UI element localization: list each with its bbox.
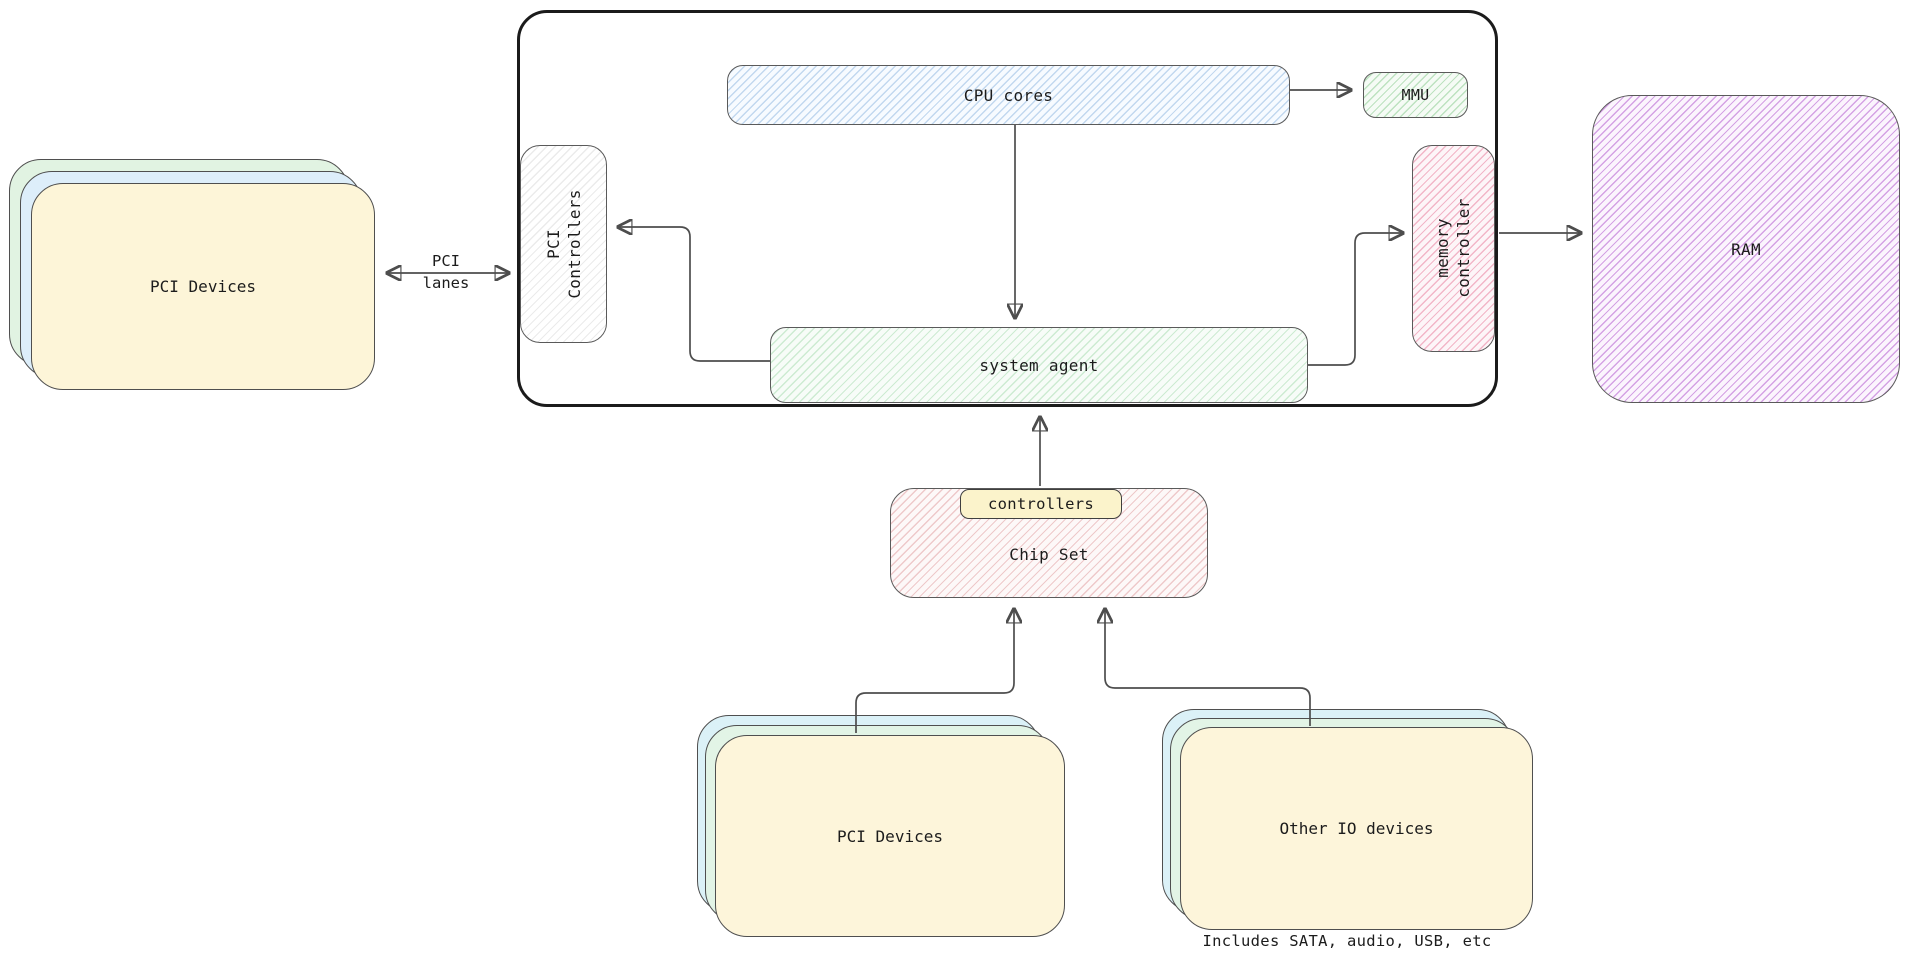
pci-lanes-label: PCI lanes: [396, 252, 496, 293]
pci-devices-bottom-label: PCI Devices: [837, 826, 943, 846]
cpu-cores-label: CPU cores: [963, 85, 1054, 105]
chip-set-controllers-tag: controllers: [960, 489, 1122, 519]
pci-controllers-label-line1: PCI: [544, 229, 563, 259]
pci-devices-bottom-card-front: PCI Devices: [715, 735, 1065, 937]
other-io-caption: Includes SATA, audio, USB, etc: [1202, 932, 1492, 950]
pci-controllers-label-line2: Controllers: [565, 189, 584, 299]
pci-devices-left-card-front: PCI Devices: [31, 183, 375, 390]
pci-lanes-label-line2: lanes: [422, 274, 470, 292]
pci-controllers-label: PCI Controllers: [543, 189, 585, 298]
pci-devices-left-label: PCI Devices: [150, 277, 256, 296]
other-io-card-front: Other IO devices: [1180, 727, 1533, 930]
chip-set-label: Chip Set: [1009, 544, 1089, 564]
cpu-cores-box: CPU cores: [727, 65, 1290, 125]
memory-controller-label-line1: memory: [1433, 218, 1452, 278]
system-agent-box: system agent: [770, 327, 1308, 403]
mmu-box: MMU: [1363, 72, 1468, 118]
ram-label: RAM: [1731, 239, 1761, 259]
mmu-label: MMU: [1401, 86, 1430, 104]
memory-controller-box: [1412, 145, 1495, 352]
system-agent-label: system agent: [979, 355, 1099, 375]
other-io-label: Other IO devices: [1279, 819, 1434, 838]
memory-controller-label: memory controller: [1432, 198, 1474, 297]
pci-lanes-label-line1: PCI: [432, 252, 460, 270]
memory-controller-label-line2: controller: [1454, 198, 1473, 298]
chip-set-controllers-tag-label: controllers: [988, 495, 1094, 513]
pci-controllers-box: [520, 145, 607, 343]
ram-box: RAM: [1592, 95, 1900, 403]
